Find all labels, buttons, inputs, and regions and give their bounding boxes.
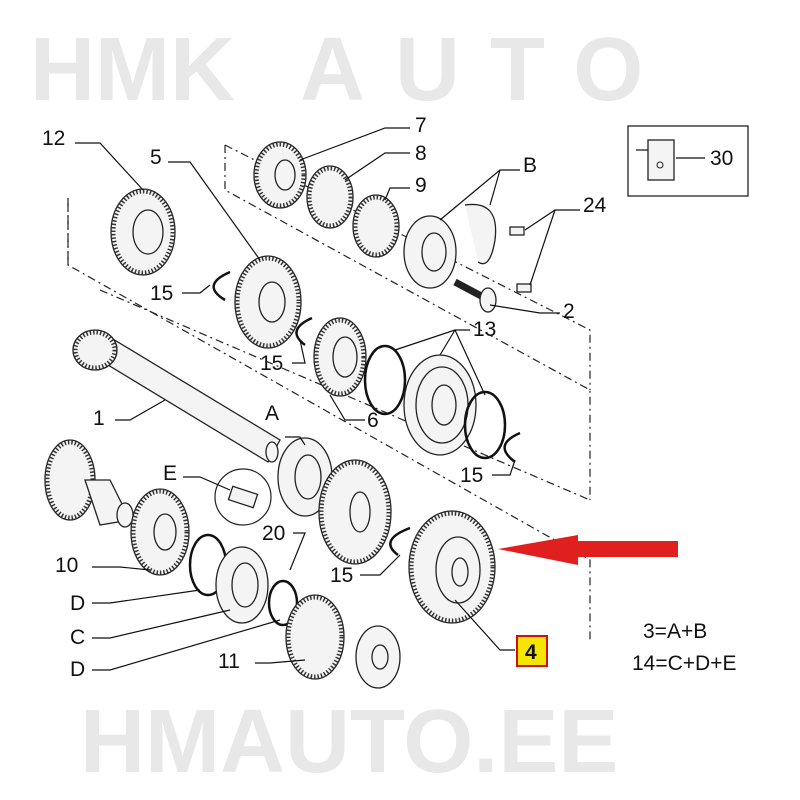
part-9-gear xyxy=(352,194,400,258)
callout-11: 11 xyxy=(218,650,240,673)
callout-d-2: D xyxy=(70,658,85,681)
part-24-screws xyxy=(509,226,532,293)
watermark-bottom: HMAUTO.EE xyxy=(80,692,618,792)
callout-15-b: 15 xyxy=(260,352,283,375)
callout-12: 12 xyxy=(42,127,65,150)
part-a-bearing xyxy=(277,437,333,517)
callout-4: 4 xyxy=(525,641,537,664)
callout-15-a: 15 xyxy=(150,282,173,305)
part-13-synchro-assembly xyxy=(363,344,507,460)
part-4-gear xyxy=(408,510,496,624)
callout-labels: 12 5 7 8 9 B 24 30 15 2 13 15 1 6 A 15 E… xyxy=(42,114,733,681)
part-c-synchro xyxy=(215,546,269,624)
large-gear xyxy=(318,459,392,565)
legend-line-1: 3=A+B xyxy=(643,620,707,643)
part-7-gear xyxy=(253,141,307,209)
callout-30: 30 xyxy=(710,147,733,170)
output-shaft xyxy=(44,439,134,528)
part-1-input-shaft xyxy=(72,329,281,463)
callout-a: A xyxy=(265,402,279,425)
part-12-synchro-ring xyxy=(110,188,176,276)
callout-15-d: 15 xyxy=(330,564,353,587)
callout-1: 1 xyxy=(93,407,105,430)
callout-c: C xyxy=(70,626,85,649)
leader-lines xyxy=(75,127,580,671)
dashed-outlines xyxy=(67,144,591,640)
part-30-box xyxy=(627,125,749,197)
callout-24: 24 xyxy=(583,194,607,217)
part-5-gear xyxy=(234,255,302,349)
callout-10: 10 xyxy=(55,554,78,577)
legend: 3=A+B 14=C+D+E xyxy=(632,620,737,675)
part-11-gear xyxy=(285,594,401,689)
callout-7: 7 xyxy=(415,114,427,137)
part-20-ring xyxy=(267,579,299,627)
red-arrow-indicator xyxy=(498,535,678,565)
part-8-gear xyxy=(306,165,354,229)
watermark-middle: AUTO xyxy=(300,20,673,120)
legend-line-2: 14=C+D+E xyxy=(632,652,737,675)
callout-6: 6 xyxy=(367,409,379,432)
callout-13: 13 xyxy=(473,318,496,341)
callout-9: 9 xyxy=(415,174,427,197)
part-6-gear xyxy=(313,317,367,397)
part-e-key xyxy=(214,468,272,526)
callout-e: E xyxy=(163,462,177,485)
callout-15-c: 15 xyxy=(460,464,483,487)
callout-5: 5 xyxy=(150,146,162,169)
highlight-box-4 xyxy=(516,635,548,667)
callout-b: B xyxy=(523,154,537,177)
callout-20: 20 xyxy=(262,522,285,545)
callout-8: 8 xyxy=(415,142,427,165)
watermark-top: HMK xyxy=(30,20,235,120)
part-10-gear xyxy=(130,488,190,576)
callout-2: 2 xyxy=(563,300,575,323)
part-15-circlips xyxy=(212,270,521,556)
part-2-pin xyxy=(453,278,497,313)
watermark: HMK AUTO HMAUTO.EE xyxy=(30,20,673,792)
part-b-bearing-bracket xyxy=(403,203,497,289)
callout-d-1: D xyxy=(70,592,85,615)
